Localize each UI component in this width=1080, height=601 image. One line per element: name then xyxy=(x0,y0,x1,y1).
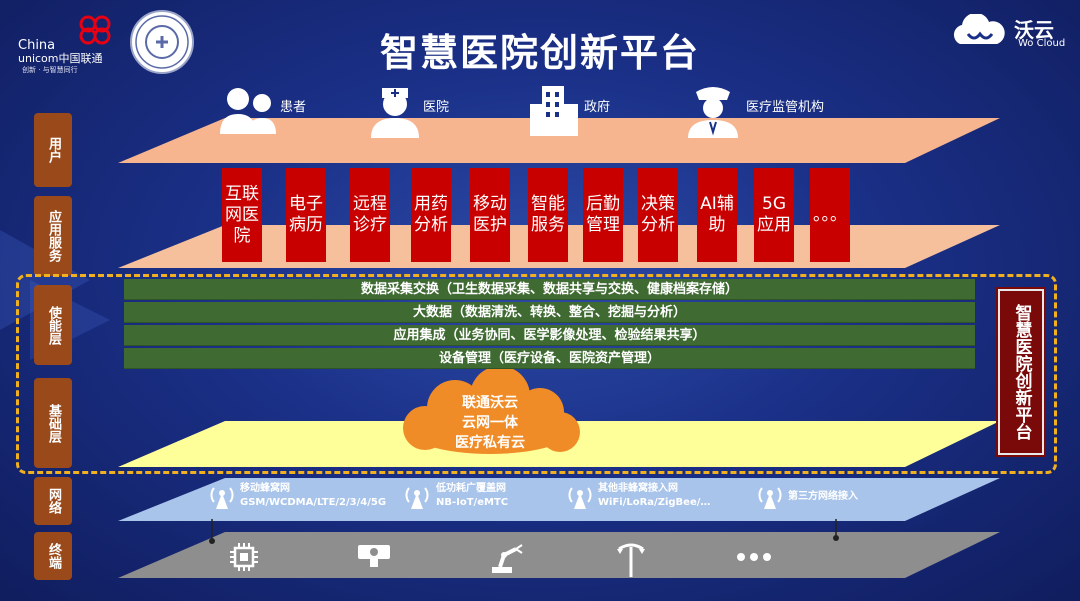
enable-bar-device-mgmt: 设备管理（医疗设备、医院资产管理） xyxy=(124,348,975,369)
doctor-icon xyxy=(371,88,419,138)
wocloud-logo: 沃云 Wo Cloud xyxy=(948,14,1068,50)
side-label-app-text: 应用服务 xyxy=(46,210,61,262)
antenna-icon xyxy=(568,487,592,509)
side-label-base-text: 基础层 xyxy=(46,403,61,443)
page-title: 智慧医院创新平台 xyxy=(379,31,700,75)
network-noncellular: 其他非蜂窝接入网 WiFi/LoRa/ZigBee/… xyxy=(598,482,710,510)
camera-icon xyxy=(358,545,390,567)
enable-bar-integration: 应用集成（业务协同、医学影像处理、检验结果共享） xyxy=(124,325,975,346)
patients-icon xyxy=(220,88,276,134)
platform-dashed-frame xyxy=(16,274,1057,474)
network-cellular: 移动蜂窝网 GSM/WCDMA/LTE/2/3/4/5G xyxy=(240,482,386,510)
network-lpwa: 低功耗广覆盖网 NB-IoT/eMTC xyxy=(436,482,508,510)
platform-label: 智慧医院创新平台 xyxy=(996,287,1046,457)
platform-label-text: 智慧医院创新平台 xyxy=(1011,304,1032,440)
unicom-slogan: 创新 · 与智慧同行 xyxy=(22,66,78,74)
user-plane xyxy=(118,118,1000,163)
service-mobile-care: 移动医护 xyxy=(470,168,510,262)
network-lpwa-detail: NB-IoT/eMTC xyxy=(436,497,509,508)
cloud-line-2: 云网一体 xyxy=(462,415,518,431)
cloud-line-3: 医疗私有云 xyxy=(455,435,525,451)
cloud-label: 联通沃云 云网一体 医疗私有云 xyxy=(430,393,550,453)
antenna-icon xyxy=(758,487,782,509)
stakeholder-patients: 患者 xyxy=(280,100,307,115)
stakeholder-government: 政府 xyxy=(584,100,611,115)
cloud-line-1: 联通沃云 xyxy=(462,395,518,411)
service-5g: 5G应用 xyxy=(754,168,794,262)
side-label-user: 用户 xyxy=(34,113,72,187)
more-dots-icon xyxy=(737,553,771,561)
unicom-en-line2: unicom中国联通 xyxy=(18,52,103,65)
antenna-icon xyxy=(210,487,234,509)
wocloud-name: 沃云 xyxy=(1014,18,1054,42)
side-label-enable: 使能层 xyxy=(34,285,72,365)
terminal-plane xyxy=(118,532,1000,578)
decor-diamond-left xyxy=(0,230,90,330)
enable-bar-data-exchange: 数据采集交换（卫生数据采集、数据共享与交换、健康档案存储） xyxy=(124,279,975,300)
side-label-base: 基础层 xyxy=(34,378,72,468)
unicom-en-line1: China xyxy=(18,38,56,53)
side-label-app: 应用服务 xyxy=(34,196,72,276)
service-ai: AI辅助 xyxy=(697,168,737,262)
street-lamp-icon xyxy=(617,543,645,577)
service-emr: 电子病历 xyxy=(286,168,326,262)
network-lpwa-title: 低功耗广覆盖网 xyxy=(436,483,506,494)
side-label-net: 网络 xyxy=(34,477,72,525)
antenna-icon xyxy=(405,487,429,509)
side-label-net-text: 网络 xyxy=(46,488,61,514)
side-label-enable-text: 使能层 xyxy=(46,305,61,345)
cloud-shape xyxy=(403,366,580,454)
side-label-term: 终端 xyxy=(34,532,72,580)
service-internet-hospital: 互联网医院 xyxy=(222,168,262,262)
network-cellular-title: 移动蜂窝网 xyxy=(240,483,290,494)
side-label-user-text: 用户 xyxy=(46,137,61,163)
network-third-party: 第三方网络接入 xyxy=(788,490,858,504)
china-unicom-logo: China unicom中国联通 创新 · 与智慧同行 xyxy=(18,14,128,74)
service-more: 。。。 xyxy=(810,168,850,262)
robot-arm-icon xyxy=(492,544,523,573)
chip-icon xyxy=(230,543,258,571)
officer-icon xyxy=(688,87,738,138)
wocloud-sub: Wo Cloud xyxy=(1018,38,1066,49)
network-cellular-detail: GSM/WCDMA/LTE/2/3/4/5G xyxy=(240,497,387,508)
wocloud-cloud-icon xyxy=(953,14,1005,44)
stakeholder-regulator: 医疗监管机构 xyxy=(746,100,825,115)
service-telemedicine: 远程诊疗 xyxy=(350,168,390,262)
service-drug-analysis: 用药分析 xyxy=(411,168,451,262)
stakeholder-hospital: 医院 xyxy=(423,100,450,115)
government-building-icon xyxy=(530,86,578,136)
network-noncellular-title: 其他非蜂窝接入网 xyxy=(598,483,678,494)
service-decision: 决策分析 xyxy=(638,168,678,262)
unicom-knot-icon xyxy=(79,15,111,45)
hospital-seal-icon xyxy=(130,10,194,74)
service-smart-service: 智能服务 xyxy=(528,168,568,262)
enable-bar-big-data: 大数据（数据清洗、转换、整合、挖掘与分析） xyxy=(124,302,975,323)
side-label-term-text: 终端 xyxy=(46,543,61,569)
network-third-party-title: 第三方网络接入 xyxy=(788,491,858,502)
service-logistics: 后勤管理 xyxy=(583,168,623,262)
network-noncellular-detail: WiFi/LoRa/ZigBee/… xyxy=(598,497,711,508)
